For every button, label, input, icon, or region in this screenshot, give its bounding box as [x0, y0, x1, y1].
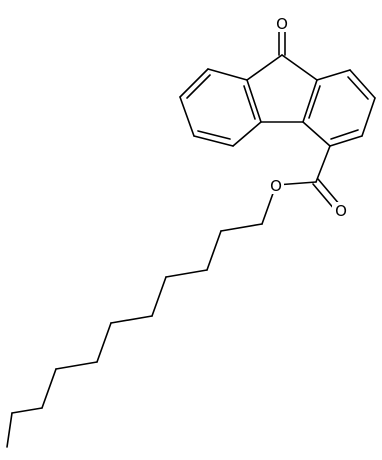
bond-inner-c8-c7 [347, 76, 369, 100]
bond-c6-c5 [329, 135, 363, 147]
bond-carbonyl-o-b [312, 183, 336, 211]
bonds [6, 31, 376, 448]
ketone-oxygen-label: O [276, 15, 288, 33]
bond-chain-3 [165, 269, 208, 278]
bond-chain-5 [110, 315, 153, 324]
bond-inner-c4a-c8a [308, 85, 321, 119]
bond-c9-c9a [246, 54, 283, 81]
bond-c1-c2 [179, 68, 209, 98]
bond-c9a-c1 [207, 68, 248, 81]
atom-labels: O O O [267, 14, 349, 220]
bond-c3-c4 [193, 135, 234, 147]
bond-inner-c4b-c9a [243, 85, 256, 120]
bond-c5-c4a [302, 121, 331, 147]
bond-chain-10 [6, 412, 13, 448]
bond-chain-7 [55, 361, 98, 370]
bond-c8a-c8 [316, 69, 351, 81]
bond-c4-c4b [232, 121, 262, 147]
bond-chain-2 [206, 230, 222, 271]
bond-c8-c7 [349, 69, 376, 99]
bond-inner-c6-c5 [330, 129, 359, 140]
ester-oxygen-label: O [270, 177, 282, 195]
bond-c7-c6 [361, 97, 376, 137]
bond-inner-c3-c4 [197, 130, 231, 140]
bond-c8a-c4a [302, 79, 318, 123]
bond-chain-6 [96, 322, 112, 363]
bond-chain-9 [11, 407, 43, 414]
bond-carbonyl-o-a [317, 178, 341, 206]
bond-inner-c1-c2 [186, 74, 211, 99]
bond-chain-1 [220, 223, 263, 232]
bond-chain-4 [151, 276, 167, 317]
bond-chain-8 [41, 368, 57, 409]
bond-c9a-c4b [246, 79, 262, 123]
bond-c5-carbonyl [315, 145, 331, 183]
carbonyl-oxygen-label: O [335, 202, 347, 220]
bond-c9-c8a [281, 54, 318, 81]
bond-c2-c3 [179, 96, 195, 137]
